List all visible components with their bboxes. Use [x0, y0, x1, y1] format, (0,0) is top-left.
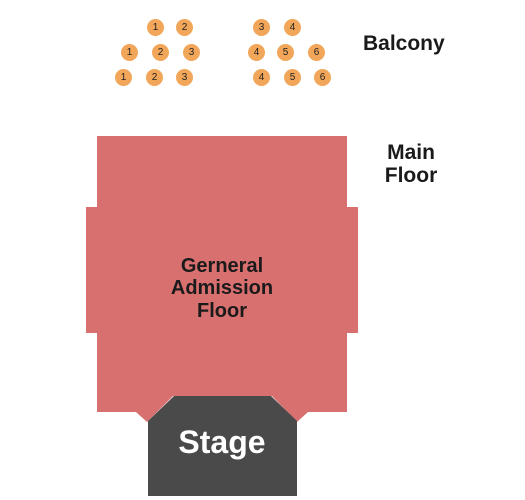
stage-label: Stage: [178, 424, 266, 460]
balcony-seat-right-r2-6[interactable]: 6: [308, 44, 325, 61]
balcony-seat-right-r1-3[interactable]: 3: [253, 19, 270, 36]
balcony-seat-right-r1-4[interactable]: 4: [284, 19, 301, 36]
ga-floor-label-line2: Admission: [170, 277, 274, 300]
main-floor-label: Main Floor: [380, 141, 442, 187]
balcony-seat-left-r2-3[interactable]: 3: [183, 44, 200, 61]
balcony-seat-left-r1-1[interactable]: 1: [147, 19, 164, 36]
balcony-seat-right-r2-5[interactable]: 5: [277, 44, 294, 61]
balcony-seat-left-r1-2[interactable]: 2: [176, 19, 193, 36]
balcony-seat-right-r2-4[interactable]: 4: [248, 44, 265, 61]
balcony-seat-right-r3-5[interactable]: 5: [284, 69, 301, 86]
balcony-seat-left-r3-2[interactable]: 2: [146, 69, 163, 86]
balcony-seat-right-r3-4[interactable]: 4: [253, 69, 270, 86]
main-floor-label-line1: Main: [387, 141, 435, 164]
ga-floor-label-line3: Floor: [197, 299, 247, 322]
balcony-label: Balcony: [363, 32, 445, 55]
ga-floor-label: Gerneral Admission Floor: [140, 255, 304, 322]
balcony-seat-left-r3-3[interactable]: 3: [176, 69, 193, 86]
balcony-seat-left-r2-2[interactable]: 2: [152, 44, 169, 61]
main-floor-label-line2: Floor: [384, 164, 438, 188]
stage-section: [148, 396, 297, 496]
balcony-seat-right-r3-6[interactable]: 6: [314, 69, 331, 86]
general-admission-floor-section[interactable]: [86, 136, 358, 422]
ga-floor-label-line1: Gerneral: [180, 255, 264, 277]
balcony-seat-left-r3-1[interactable]: 1: [115, 69, 132, 86]
balcony-seat-left-r2-1[interactable]: 1: [121, 44, 138, 61]
